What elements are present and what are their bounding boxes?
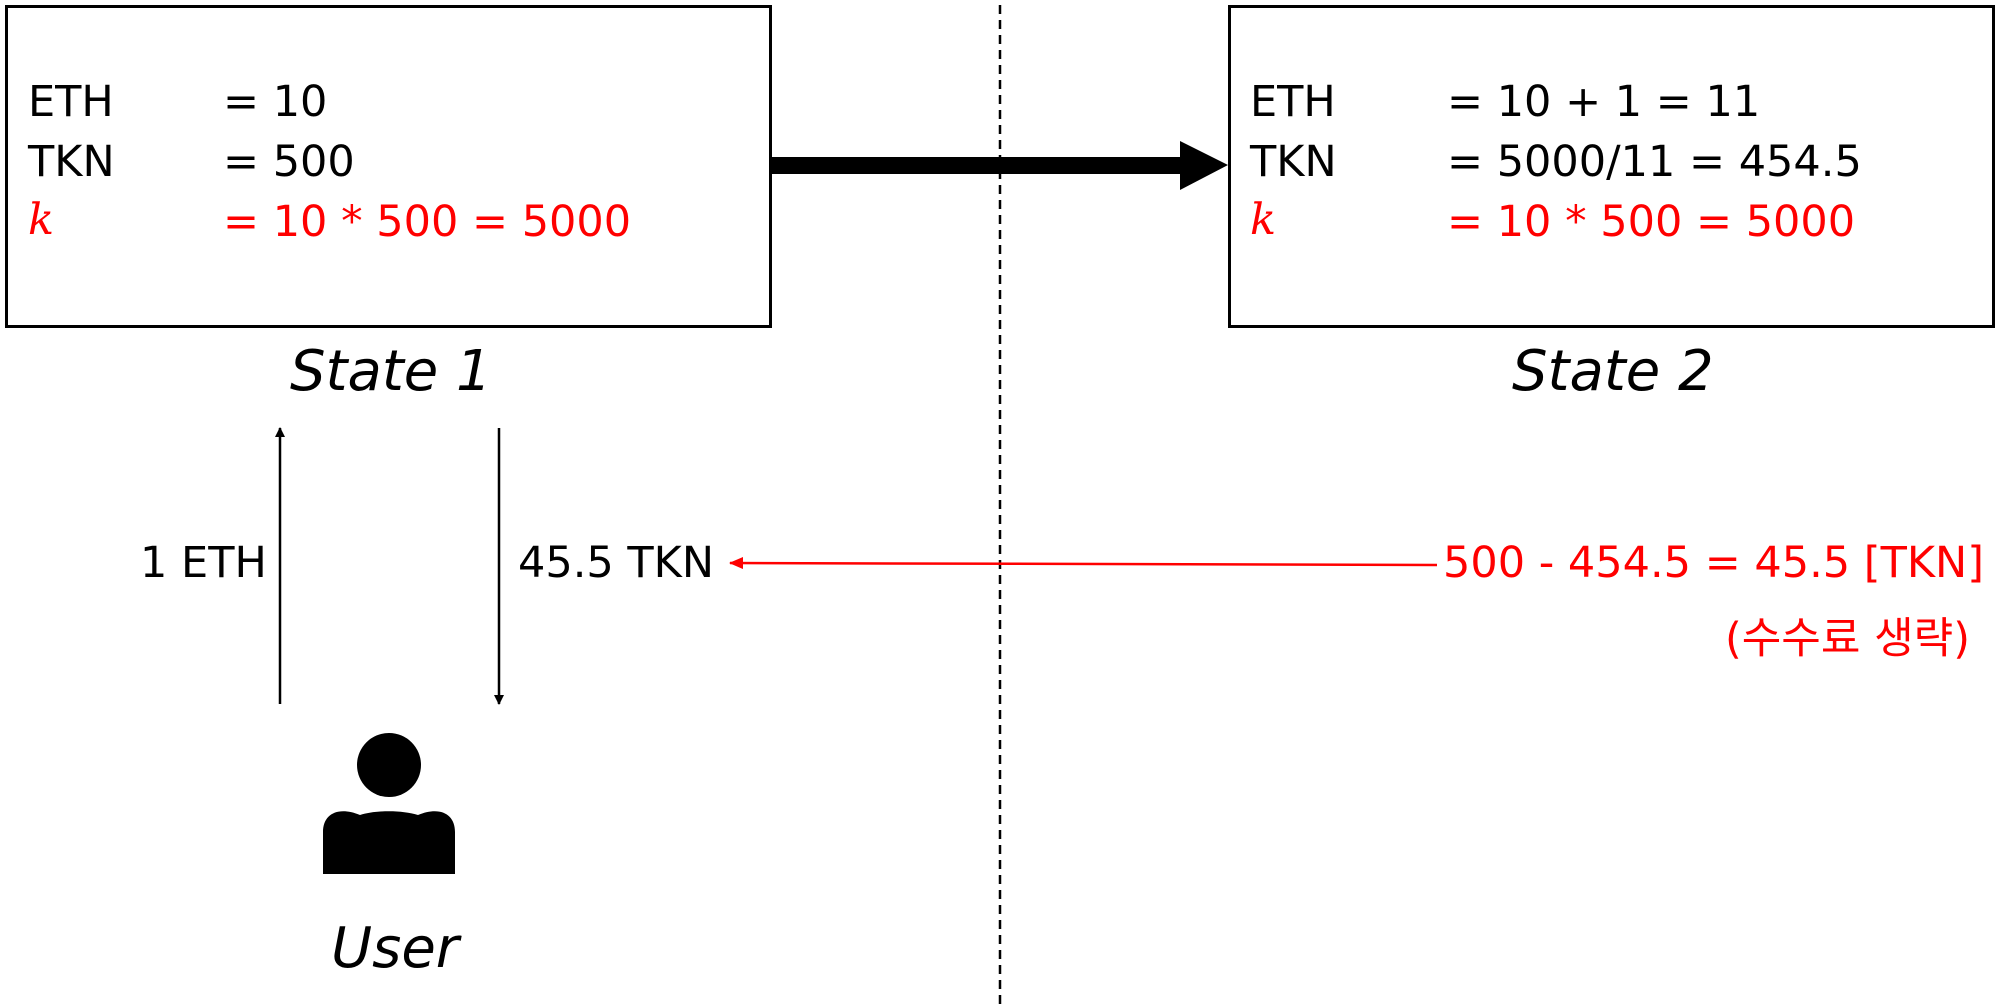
receive-tkn-label: 45.5 TKN [518,538,715,588]
person-icon [323,733,455,874]
state-1-k-value: = 10 * 500 = 5000 [223,197,632,247]
state-1-box [5,5,772,328]
state-2-caption: State 2 [1512,339,1714,404]
state-2-box [1228,5,1995,328]
state-1-eth-name: ETH [28,77,114,127]
calculation-formula: 500 - 454.5 = 45.5 [TKN] [1443,538,1984,588]
transition-arrow [772,141,1228,190]
state-1-k-name: k [28,195,55,245]
state-1-eth-value: = 10 [223,77,328,127]
state-2-tkn-value: = 5000/11 = 454.5 [1447,137,1862,187]
state-2-eth-name: ETH [1250,77,1336,127]
state-1-tkn-name: TKN [28,137,115,187]
user-caption: User [331,916,459,981]
state-2-k-value: = 10 * 500 = 5000 [1447,197,1856,247]
state-2-eth-value: = 10 + 1 = 11 [1447,77,1761,127]
state-2-k-name: k [1250,195,1277,245]
calculation-note: (수수료 생략) [1724,614,1970,664]
state-1-tkn-value: = 500 [223,137,355,187]
state-1-caption: State 1 [290,339,492,404]
state-2-tkn-name: TKN [1250,137,1337,187]
send-eth-label: 1 ETH [140,538,267,588]
calculation-arrow [729,557,1438,570]
